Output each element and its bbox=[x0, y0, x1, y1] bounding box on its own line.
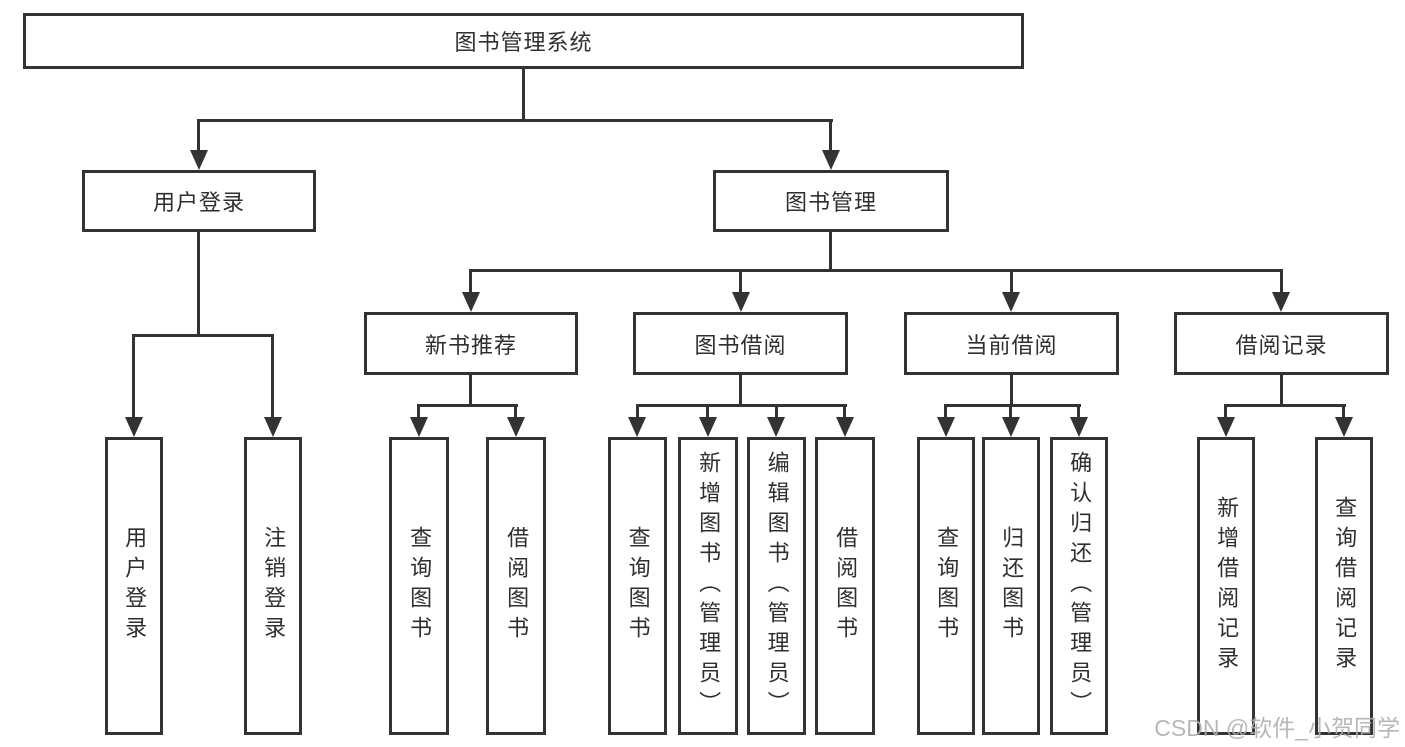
node-book-borrow: 图书借阅 bbox=[633, 312, 848, 375]
leaf-user-login-label: 用户登录 bbox=[122, 526, 148, 646]
node-root: 图书管理系统 bbox=[23, 13, 1024, 69]
connector-vline bbox=[514, 406, 517, 419]
connector-vline bbox=[739, 271, 742, 294]
leaf-query-books-current-label: 查询图书 bbox=[934, 526, 960, 646]
leaf-add-borrow-record-label: 新增借阅记录 bbox=[1214, 496, 1240, 676]
arrow-down-icon bbox=[264, 417, 282, 437]
leaf-add-book-admin: 新增图书（管理员） bbox=[678, 437, 738, 735]
node-borrow-records-label: 借阅记录 bbox=[1235, 332, 1328, 358]
leaf-user-login: 用户登录 bbox=[105, 437, 163, 735]
arrow-down-icon bbox=[767, 417, 785, 437]
arrow-down-icon bbox=[1272, 292, 1290, 312]
arrow-down-icon bbox=[699, 417, 717, 437]
connector-vline bbox=[1009, 406, 1012, 419]
arrow-down-icon bbox=[507, 417, 525, 437]
node-current-borrow-label: 当前借阅 bbox=[965, 332, 1058, 358]
leaf-confirm-return-admin: 确认归还（管理员） bbox=[1050, 437, 1108, 735]
connector-vline bbox=[944, 406, 947, 419]
connector-vline bbox=[829, 232, 832, 271]
arrow-down-icon bbox=[937, 417, 955, 437]
arrow-down-icon bbox=[732, 292, 750, 312]
arrow-down-icon bbox=[1002, 292, 1020, 312]
connector-vline bbox=[197, 120, 200, 152]
arrow-down-icon bbox=[462, 292, 480, 312]
node-book-management: 图书管理 bbox=[713, 170, 949, 232]
connector-hline bbox=[636, 404, 847, 407]
connector-vline bbox=[1280, 375, 1283, 406]
leaf-query-books-recommend: 查询图书 bbox=[389, 437, 449, 735]
connector-vline bbox=[1077, 406, 1080, 419]
leaf-query-books-recommend-label: 查询图书 bbox=[407, 526, 433, 646]
connector-vline bbox=[1010, 375, 1013, 406]
node-user-login-label: 用户登录 bbox=[152, 190, 245, 215]
leaf-add-borrow-record: 新增借阅记录 bbox=[1197, 437, 1255, 735]
leaf-query-books-borrow-label: 查询图书 bbox=[625, 526, 651, 646]
arrow-down-icon bbox=[125, 417, 143, 437]
connector-hline bbox=[944, 404, 1081, 407]
connector-vline bbox=[1280, 271, 1283, 294]
connector-vline bbox=[469, 271, 472, 294]
connector-hline bbox=[469, 269, 1283, 272]
connector-vline bbox=[706, 406, 709, 419]
connector-vline bbox=[636, 406, 639, 419]
arrow-down-icon bbox=[836, 417, 854, 437]
arrow-down-icon bbox=[1070, 417, 1088, 437]
connector-hline bbox=[1224, 404, 1346, 407]
node-user-login: 用户登录 bbox=[82, 170, 316, 232]
arrow-down-icon bbox=[410, 417, 428, 437]
connector-vline bbox=[829, 120, 832, 152]
connector-vline bbox=[1342, 406, 1345, 419]
connector-vline bbox=[1224, 406, 1227, 419]
arrow-down-icon bbox=[822, 150, 840, 170]
leaf-return-books-label: 归还图书 bbox=[999, 526, 1025, 646]
leaf-return-books: 归还图书 bbox=[982, 437, 1040, 735]
connector-vline bbox=[271, 336, 274, 419]
leaf-query-borrow-record: 查询借阅记录 bbox=[1315, 437, 1373, 735]
leaf-borrow-books: 借阅图书 bbox=[815, 437, 875, 735]
leaf-borrow-books-recommend: 借阅图书 bbox=[486, 437, 546, 735]
leaf-add-book-admin-label: 新增图书（管理员） bbox=[696, 451, 722, 721]
leaf-confirm-return-admin-label: 确认归还（管理员） bbox=[1067, 451, 1093, 721]
arrow-down-icon bbox=[1002, 417, 1020, 437]
arrow-down-icon bbox=[1335, 417, 1353, 437]
node-book-management-label: 图书管理 bbox=[784, 190, 877, 215]
leaf-borrow-books-recommend-label: 借阅图书 bbox=[504, 526, 530, 646]
node-root-label: 图书管理系统 bbox=[454, 30, 593, 55]
connector-vline bbox=[197, 232, 200, 336]
leaf-logout-label: 注销登录 bbox=[261, 526, 287, 646]
node-book-borrow-label: 图书借阅 bbox=[694, 332, 787, 358]
arrow-down-icon bbox=[1217, 417, 1235, 437]
connector-hline bbox=[417, 404, 518, 407]
connector-vline bbox=[843, 406, 846, 419]
connector-vline bbox=[739, 375, 742, 406]
arrow-down-icon bbox=[628, 417, 646, 437]
leaf-edit-book-admin: 编辑图书（管理员） bbox=[747, 437, 806, 735]
connector-vline bbox=[132, 336, 135, 419]
node-current-borrow: 当前借阅 bbox=[904, 312, 1119, 375]
connector-vline bbox=[522, 69, 525, 121]
leaf-logout: 注销登录 bbox=[244, 437, 302, 735]
leaf-query-books-borrow: 查询图书 bbox=[608, 437, 667, 735]
leaf-query-books-current: 查询图书 bbox=[917, 437, 975, 735]
connector-hline bbox=[197, 119, 833, 122]
leaf-borrow-books-label: 借阅图书 bbox=[833, 526, 859, 646]
node-borrow-records: 借阅记录 bbox=[1174, 312, 1389, 375]
node-new-book-recommend: 新书推荐 bbox=[364, 312, 578, 375]
arrow-down-icon bbox=[190, 150, 208, 170]
leaf-edit-book-admin-label: 编辑图书（管理员） bbox=[764, 451, 790, 721]
connector-hline bbox=[132, 334, 274, 337]
connector-vline bbox=[775, 406, 778, 419]
connector-vline bbox=[417, 406, 420, 419]
connector-vline bbox=[469, 375, 472, 406]
leaf-query-borrow-record-label: 查询借阅记录 bbox=[1332, 496, 1358, 676]
node-new-book-recommend-label: 新书推荐 bbox=[424, 332, 517, 358]
connector-vline bbox=[1010, 271, 1013, 294]
